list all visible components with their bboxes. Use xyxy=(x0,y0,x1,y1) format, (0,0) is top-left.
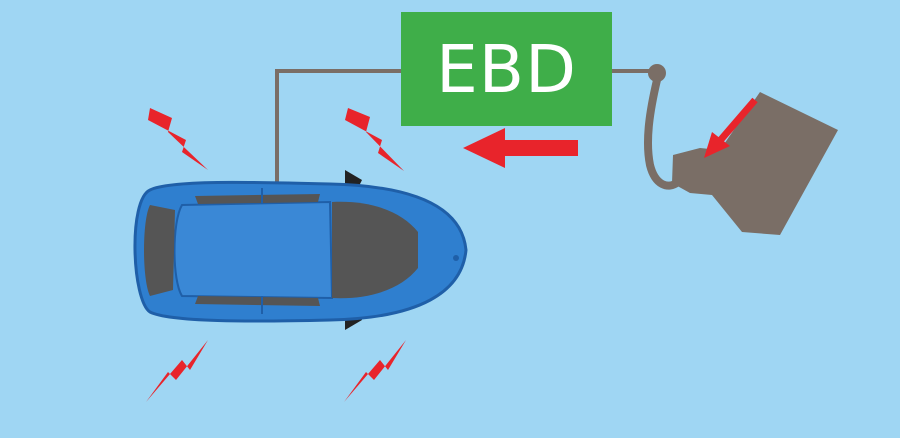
ebd-module-label: EBD xyxy=(436,30,577,108)
lightning-icon-front-right xyxy=(345,108,404,171)
arrow-left-icon xyxy=(463,128,578,168)
ebd-module: EBD xyxy=(401,12,612,126)
lightning-icon-rear-left xyxy=(146,340,208,402)
lightning-icon-rear-right xyxy=(344,340,406,402)
arrow-pedal-press-icon xyxy=(704,97,758,158)
lightning-icon-front-left xyxy=(148,108,208,170)
wire-module-to-car xyxy=(275,69,401,185)
brake-pedal-icon xyxy=(643,64,838,235)
car-icon xyxy=(133,170,468,330)
